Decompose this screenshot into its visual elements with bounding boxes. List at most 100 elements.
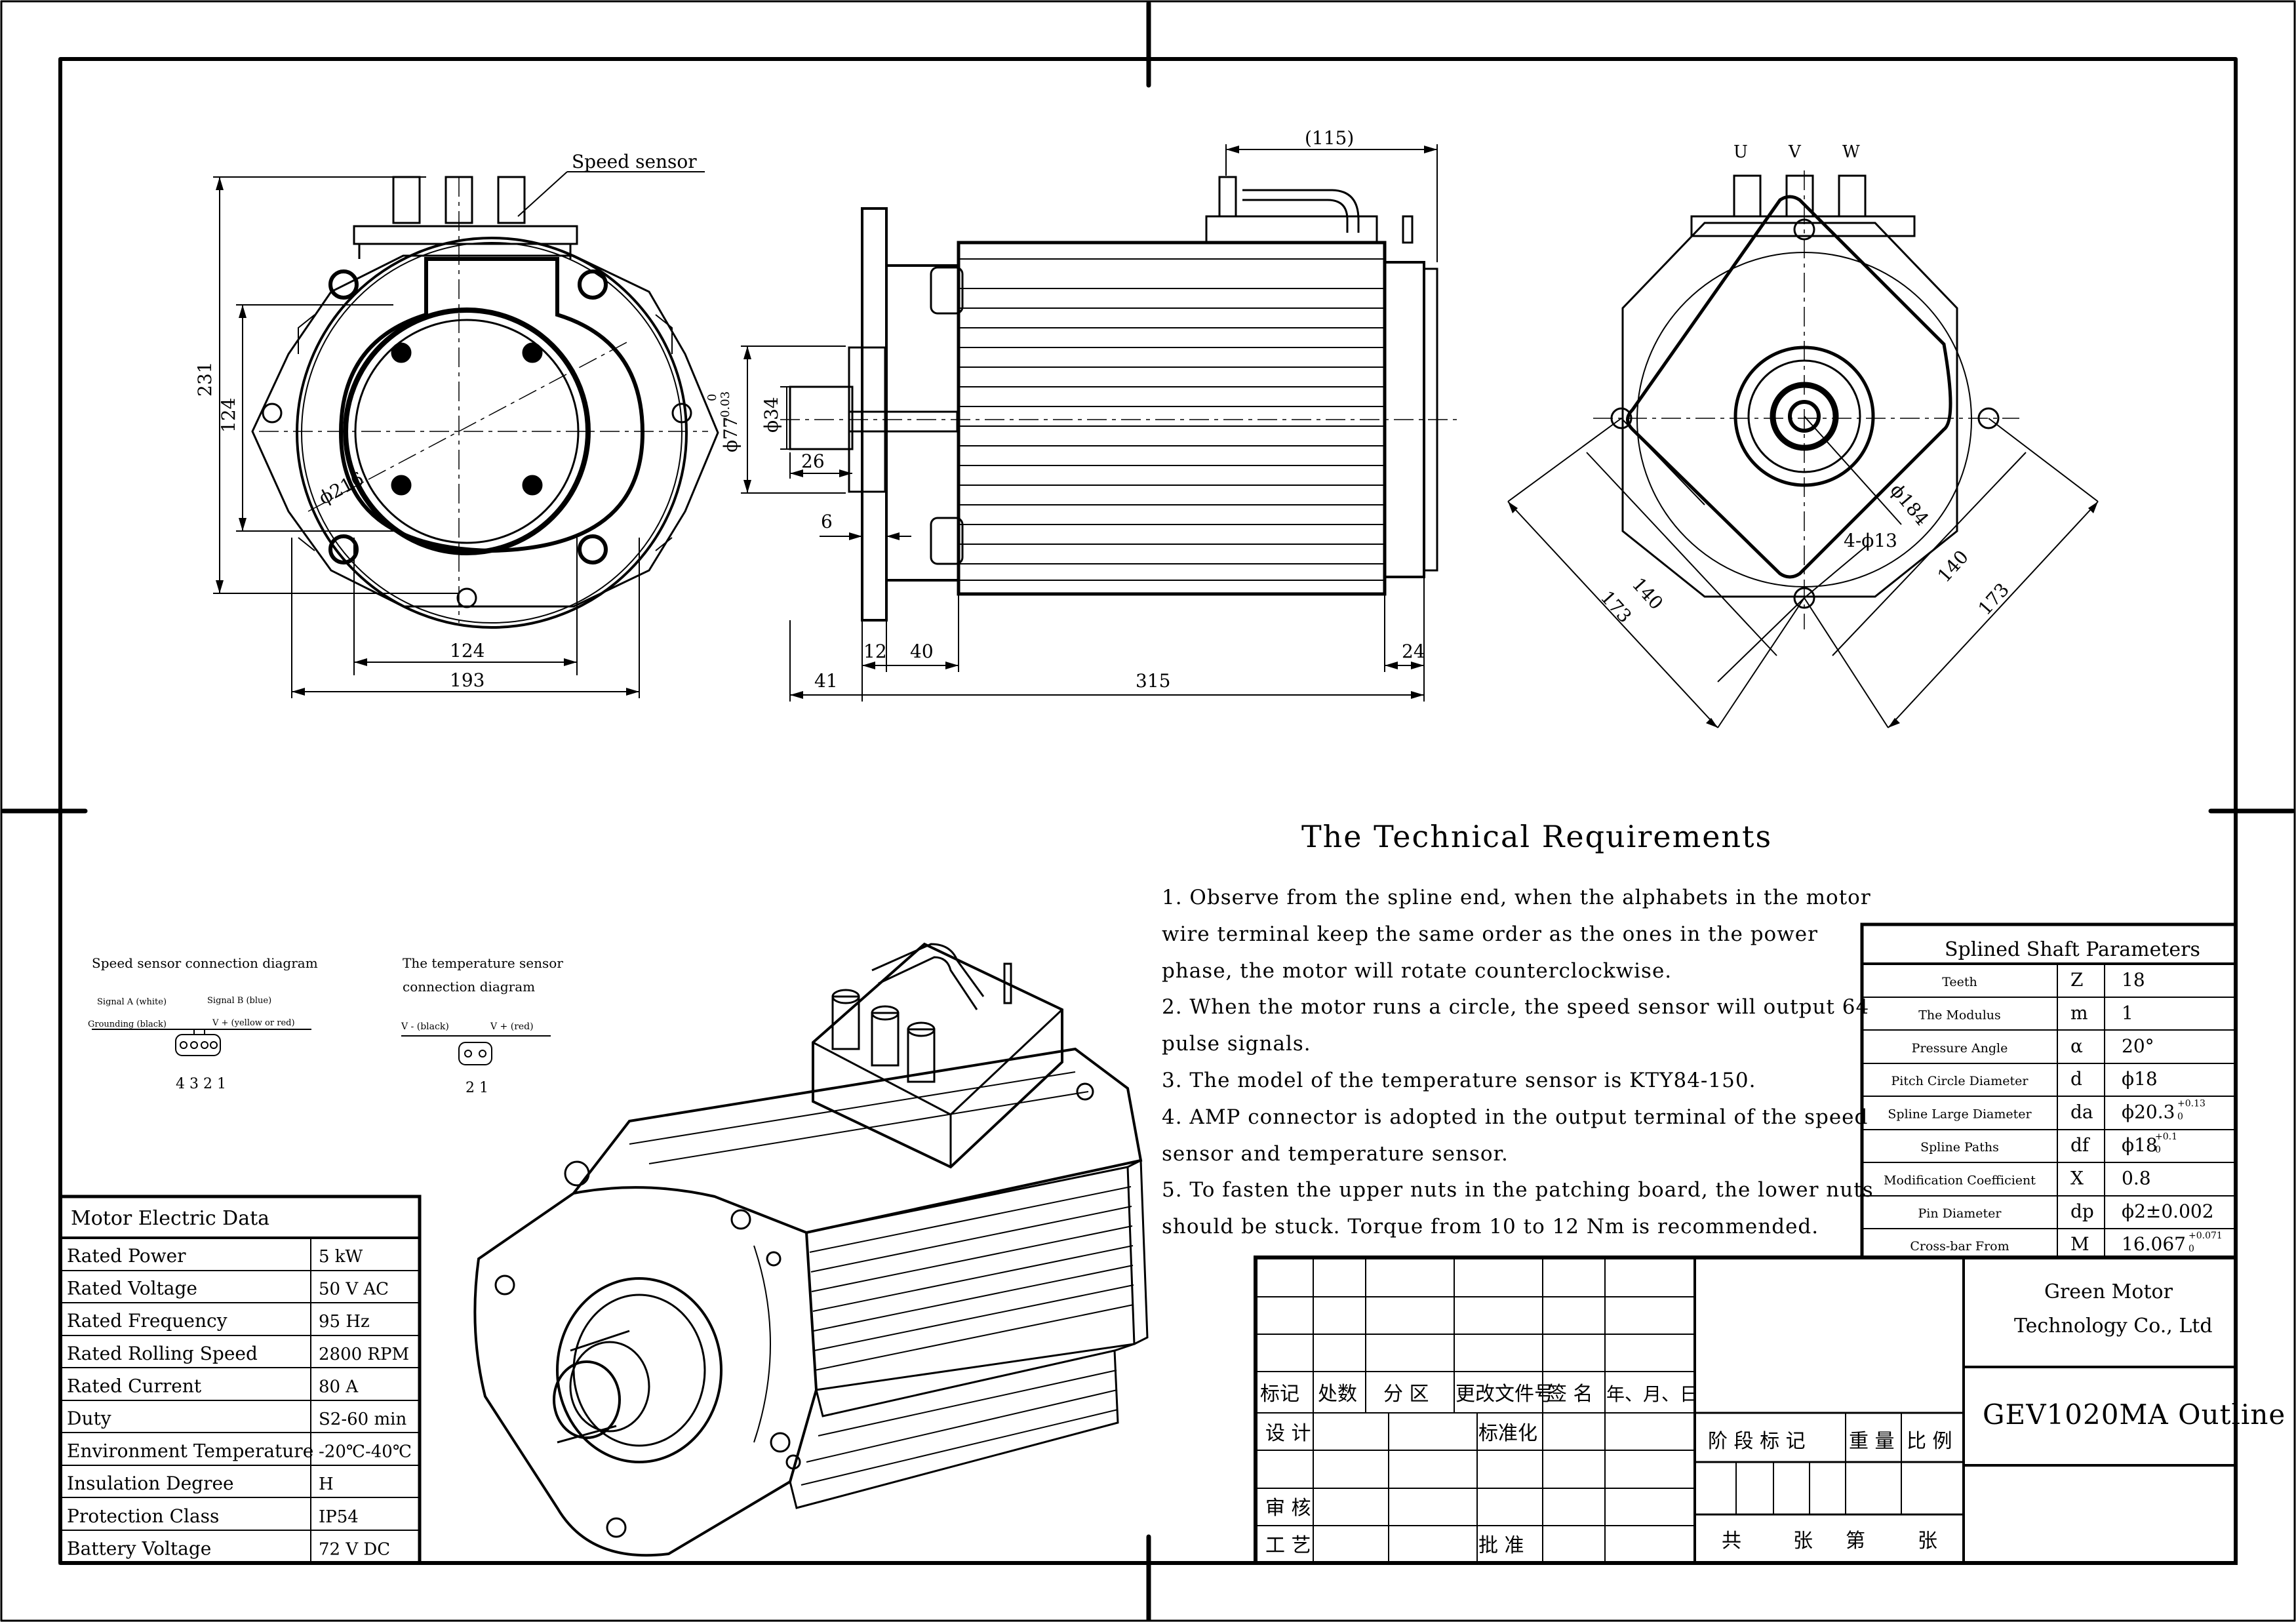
spline-row-name: Spline Paths [1920,1140,1999,1155]
electric-row-value: 50 V AC [319,1280,389,1299]
technical-requirements: 1. Observe from the spline end, when the… [1162,880,1876,1246]
side-dim-12: 12 [863,641,887,662]
electric-row-value: 80 A [319,1377,359,1396]
label-scale: 比 例 [1907,1430,1952,1453]
speed-diagram-grounding: Grounding (black) [88,1019,167,1029]
spline-row-name: Teeth [1942,975,1977,989]
electric-table-title: Motor Electric Data [71,1207,269,1230]
side-dim-phi77: ϕ77 [720,416,742,452]
spline-row-tol-upper: +0.13 [2177,1099,2206,1109]
spline-row-value: 1 [2122,1002,2133,1023]
temp-diagram-pins: 2 1 [465,1080,488,1096]
spline-row-value: ϕ18 [2122,1134,2158,1156]
spline-row-tol-upper: +0.1 [2155,1132,2177,1142]
spline-row-name: Cross-bar From [1910,1239,2009,1254]
spline-row-symbol: Z [2070,969,2083,991]
electric-row-value: 2800 RPM [319,1345,409,1364]
spline-row-name: The Modulus [1918,1008,2001,1022]
drawing-title: GEV1020MA Outline [1983,1398,2286,1431]
side-dim-24: 24 [1402,641,1425,662]
spline-row-tol-lower: 0 [2188,1244,2194,1254]
technical-requirements-title: The Technical Requirements [1301,819,1772,854]
front-view [213,171,719,698]
spline-row-value: 18 [2122,969,2145,991]
electric-row-value: 95 Hz [319,1312,370,1332]
spline-table-title: Splined Shaft Parameters [1945,938,2200,961]
spline-row-value: ϕ2±0.002 [2122,1200,2214,1222]
label-process: 工 艺 [1265,1534,1311,1557]
electric-row-value: 72 V DC [319,1539,390,1559]
speed-sensor-diagram [92,1029,311,1056]
electric-row-name: Environment Temperature [67,1440,313,1462]
side-dim-phi77-tol-lower: -0.03 [719,391,732,422]
label-total: 共 [1722,1530,1741,1553]
electric-row-name: Insulation Degree [67,1473,234,1494]
requirement-item-1: 1. Observe from the spline end, when the… [1162,886,1871,983]
spline-row-symbol: m [2070,1002,2088,1023]
spline-row-symbol: dp [2070,1200,2094,1222]
label-sheet-end: 张 [1918,1530,1937,1553]
spline-row-symbol: d [2070,1068,2082,1090]
requirement-item-2: 2. When the motor runs a circle, the spe… [1162,995,1870,1056]
electric-row-name: Rated Voltage [67,1278,197,1299]
electric-row-value: H [319,1474,334,1494]
header-count: 处数 [1318,1383,1357,1406]
side-dim-26: 26 [801,450,825,472]
label-design: 设 计 [1265,1422,1311,1445]
company-name-line1: Green Motor [2044,1280,2173,1303]
front-dim-231: 231 [194,362,216,397]
rear-view [1507,170,2099,728]
rear-label-v: V [1788,142,1802,162]
label-review: 审 核 [1265,1497,1311,1520]
front-dim-124-horizontal: 124 [450,640,485,662]
spline-row-tol-lower: 0 [2155,1145,2161,1155]
rear-label-u: U [1733,142,1748,162]
label-weight: 重 量 [1849,1430,1895,1453]
electric-row-name: Duty [67,1408,111,1429]
front-speed-sensor-label: Speed sensor [572,151,697,172]
electric-row-name: Battery Voltage [67,1537,211,1559]
company-name-line2: Technology Co., Ltd [2014,1315,2213,1337]
spline-row-name: Pressure Angle [1912,1041,2008,1056]
isometric-motor-view [473,942,1149,1557]
spline-row-symbol: M [2070,1233,2089,1255]
header-mark: 标记 [1260,1383,1299,1406]
label-approve: 批 准 [1478,1534,1524,1557]
electric-row-value: 5 kW [319,1247,363,1267]
header-signature: 签 名 [1547,1383,1593,1406]
rear-label-w: W [1842,142,1860,162]
spline-row-symbol: da [2070,1101,2093,1123]
side-dim-315: 315 [1136,670,1170,692]
spline-row-name: Pin Diameter [1918,1206,2002,1221]
speed-diagram-signal-b: Signal B (blue) [207,996,271,1006]
rear-dim-4phi13: 4-ϕ13 [1844,530,1897,551]
electric-row-name: Rated Current [67,1375,202,1396]
spline-row-tol-lower: 0 [2177,1112,2183,1122]
side-view [741,144,1462,702]
spline-row-value: ϕ20.3 [2122,1101,2175,1123]
side-dim-phi34: ϕ34 [761,397,782,433]
spline-row-name: Pitch Circle Diameter [1891,1074,2029,1088]
electric-row-name: Rated Power [67,1245,186,1267]
spline-row-tol-upper: +0.071 [2188,1231,2223,1241]
speed-diagram-pins: 4 3 2 1 [176,1076,226,1092]
spline-row-value: ϕ18 [2122,1068,2158,1090]
temp-diagram-title-line1: The temperature sensor [403,955,563,971]
electric-row-value: -20℃-40℃ [319,1442,412,1462]
spline-row-name: Modification Coefficient [1884,1173,2036,1187]
label-stage-mark: 阶 段 标 记 [1708,1430,1806,1453]
temp-diagram-title-line2: connection diagram [403,979,535,995]
front-dim-193: 193 [450,669,485,691]
side-dim-phi77-tol-upper: 0 [705,394,719,401]
header-change-doc: 更改文件号 [1455,1383,1554,1406]
title-block [1254,1256,2238,1565]
spline-row-name: Spline Large Diameter [1888,1107,2032,1122]
side-dim-6: 6 [821,511,833,532]
temp-diagram-vminus: V - (black) [401,1021,449,1032]
spline-row-value: 20° [2122,1035,2154,1057]
temp-diagram-vplus: V + (red) [490,1021,534,1032]
label-page: 第 [1846,1530,1865,1553]
header-zone: 分 区 [1383,1383,1429,1406]
